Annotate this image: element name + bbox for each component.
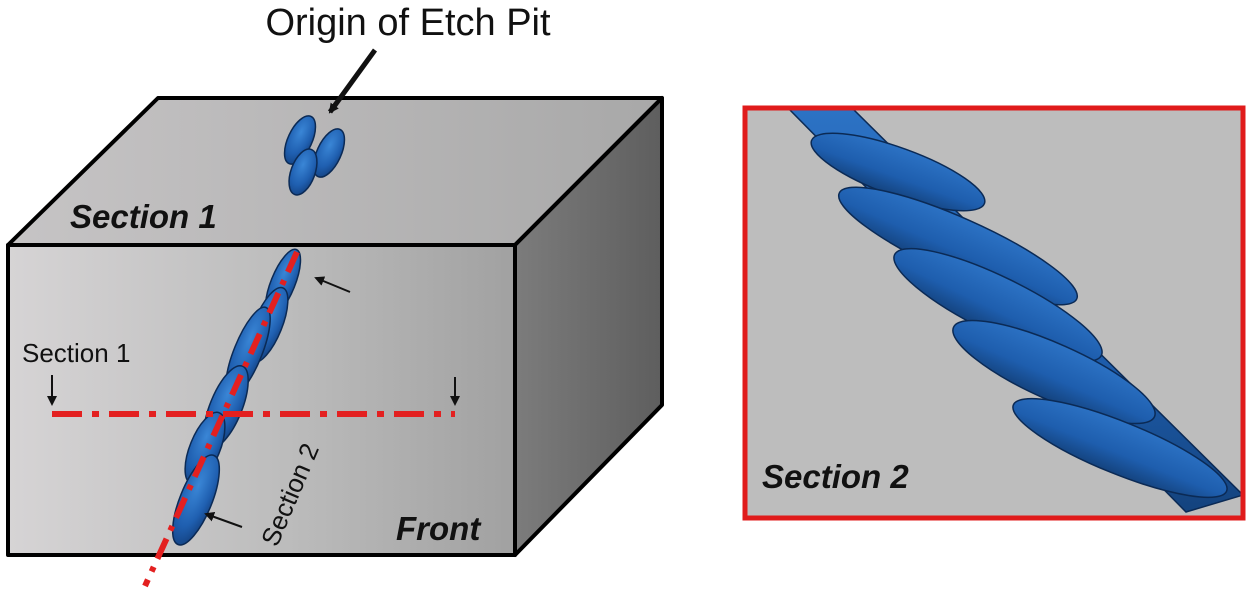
surface-pit — [288, 148, 318, 196]
section2-cut-line — [142, 250, 300, 588]
arrows — [47, 48, 460, 528]
surface-pit — [283, 115, 317, 165]
inset-pit — [1012, 397, 1228, 499]
front-label: Front — [396, 510, 482, 547]
section1-side-label: Section 1 — [22, 338, 130, 368]
section2-inset-label: Section 2 — [762, 458, 909, 495]
inset-frame — [742, 105, 1246, 521]
surface-pit — [312, 128, 346, 178]
section2-inset — [742, 105, 1246, 521]
origin-arrow — [327, 48, 378, 114]
section1-top-label: Section 1 — [70, 198, 217, 235]
inset-pit — [952, 319, 1156, 425]
title-label: Origin of Etch Pit — [265, 2, 551, 44]
section2-bottom-arrow — [204, 512, 243, 528]
front-pit — [171, 454, 221, 546]
surface-pit-cluster — [283, 115, 346, 196]
specimen-block — [6, 96, 664, 557]
block-front-face — [6, 243, 517, 557]
section2-top-arrow — [314, 276, 351, 293]
